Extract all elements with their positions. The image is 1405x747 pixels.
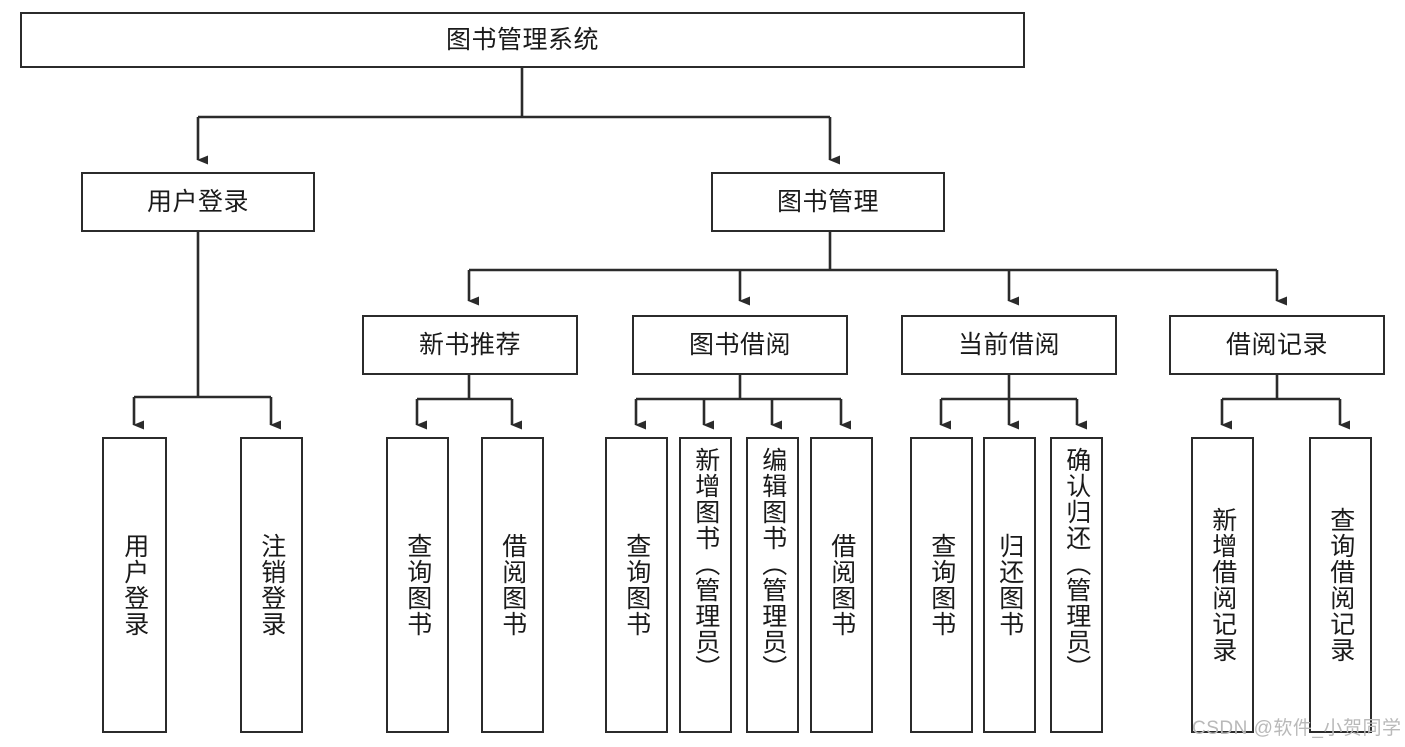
- node-label: 确认归还（管理员）: [1062, 447, 1091, 681]
- node-label: 查询图书: [622, 533, 651, 637]
- node-book-borrow[interactable]: 图书借阅: [632, 315, 848, 375]
- node-label: 图书管理: [776, 188, 879, 216]
- leaf-query-borrow-record[interactable]: 查询借阅记录: [1309, 437, 1372, 733]
- node-book-management[interactable]: 图书管理: [711, 172, 945, 232]
- node-label: 注销登录: [257, 533, 286, 637]
- leaf-query-book-current[interactable]: 查询图书: [910, 437, 973, 733]
- node-borrow-record[interactable]: 借阅记录: [1169, 315, 1385, 375]
- node-label: 新增图书（管理员）: [691, 447, 720, 681]
- leaf-query-book-recommend[interactable]: 查询图书: [386, 437, 449, 733]
- node-label: 查询借阅记录: [1326, 507, 1355, 663]
- node-user-login[interactable]: 用户登录: [81, 172, 315, 232]
- node-root-book-management-system[interactable]: 图书管理系统: [20, 12, 1025, 68]
- node-label: 借阅图书: [498, 533, 527, 637]
- node-label: 新增借阅记录: [1208, 507, 1237, 663]
- leaf-user-login[interactable]: 用户登录: [102, 437, 167, 733]
- leaf-return-book[interactable]: 归还图书: [983, 437, 1036, 733]
- csdn-watermark: CSDN @软件_小贺同学: [1192, 718, 1402, 739]
- node-label: 图书管理系统: [445, 26, 599, 54]
- leaf-borrow-book-recommend[interactable]: 借阅图书: [481, 437, 544, 733]
- node-label: 归还图书: [995, 533, 1024, 637]
- node-label: 新书推荐: [418, 331, 521, 359]
- node-label: 图书借阅: [688, 331, 791, 359]
- node-label: 借阅图书: [827, 533, 856, 637]
- leaf-confirm-return-admin[interactable]: 确认归还（管理员）: [1050, 437, 1103, 733]
- node-label: 用户登录: [146, 188, 249, 216]
- leaf-borrow-book[interactable]: 借阅图书: [810, 437, 873, 733]
- leaf-query-book-borrow[interactable]: 查询图书: [605, 437, 668, 733]
- node-current-borrow[interactable]: 当前借阅: [901, 315, 1117, 375]
- node-label: 查询图书: [403, 533, 432, 637]
- leaf-add-book-admin[interactable]: 新增图书（管理员）: [679, 437, 732, 733]
- node-label: 当前借阅: [957, 331, 1060, 359]
- node-label: 用户登录: [120, 533, 149, 637]
- node-label: 借阅记录: [1225, 331, 1328, 359]
- node-label: 查询图书: [927, 533, 956, 637]
- leaf-add-borrow-record[interactable]: 新增借阅记录: [1191, 437, 1254, 733]
- leaf-edit-book-admin[interactable]: 编辑图书（管理员）: [746, 437, 799, 733]
- leaf-logout-login[interactable]: 注销登录: [240, 437, 303, 733]
- node-label: 编辑图书（管理员）: [758, 447, 787, 681]
- node-new-book-recommend[interactable]: 新书推荐: [362, 315, 578, 375]
